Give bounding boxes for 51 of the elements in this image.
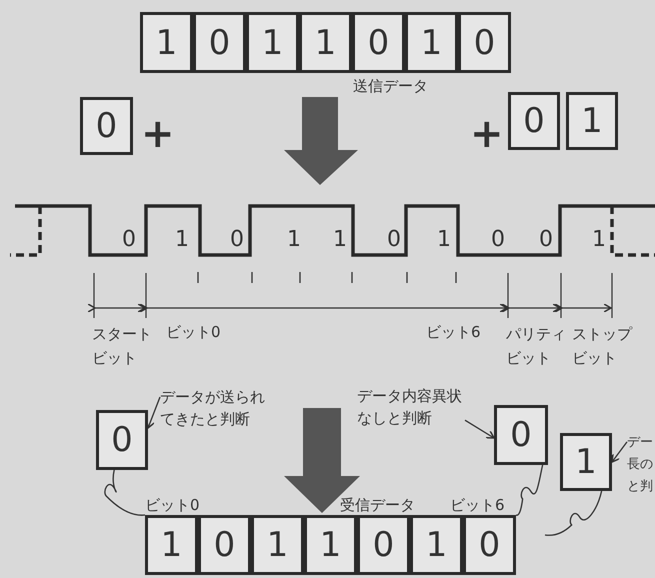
label: ビット0	[166, 322, 221, 342]
bit-box: 1	[140, 12, 193, 73]
bit-box: 1	[410, 515, 463, 575]
plus-sign: +	[141, 114, 175, 154]
bit-box: 0	[494, 405, 548, 465]
bit-box: 0	[508, 92, 560, 150]
bit-value: 1	[592, 228, 606, 252]
bit-value: 1	[287, 228, 301, 252]
bit-box: 0	[80, 97, 133, 155]
callout-text: データ内容異状なしと判断	[357, 385, 465, 429]
bit-value: 0	[539, 228, 553, 252]
label: ビット6	[426, 322, 481, 342]
bit-box: 1	[304, 515, 357, 575]
bit-box: 1	[251, 515, 304, 575]
label: ストップビット	[572, 324, 633, 369]
bit-box: 1	[299, 12, 352, 73]
bit-box: 0	[463, 515, 516, 575]
leader-line	[464, 420, 495, 439]
bit-box: 0	[198, 515, 251, 575]
plus-sign: 送信データ	[353, 76, 428, 96]
bit-value: 1	[175, 228, 189, 252]
bit-box: 0	[458, 12, 511, 73]
bit-box: 0	[357, 515, 410, 575]
bit-box: 1	[246, 12, 299, 73]
bit-value: 0	[230, 228, 244, 252]
curved-line	[104, 470, 146, 516]
bit-value: 0	[387, 228, 401, 252]
leader-line	[146, 396, 161, 429]
bit-box: 1	[566, 92, 618, 150]
down-arrow	[284, 408, 360, 513]
bit-box: 0	[352, 12, 405, 73]
label: ビット0	[145, 495, 200, 515]
plus-sign: +	[470, 114, 504, 154]
curved-line	[544, 490, 602, 536]
label: パリティビット	[506, 324, 567, 369]
curved-line	[516, 464, 544, 516]
leader-line	[611, 442, 628, 463]
callout-text: データが送られてきたと判断	[160, 386, 270, 430]
bit-value: 1	[333, 228, 347, 252]
bit-box: 0	[193, 12, 246, 73]
bit-box: 1	[145, 515, 198, 575]
bit-box: 1	[560, 433, 612, 491]
bit-box: 1	[405, 12, 458, 73]
label: ビット6	[450, 495, 505, 515]
bit-box: 0	[96, 410, 148, 470]
bit-value: 0	[122, 228, 136, 252]
bit-value: 0	[491, 228, 505, 252]
label: スタートビット	[92, 324, 153, 369]
label: 受信データ	[340, 495, 415, 515]
callout-text: デー長のと判	[627, 432, 655, 498]
bit-value: 1	[437, 228, 451, 252]
